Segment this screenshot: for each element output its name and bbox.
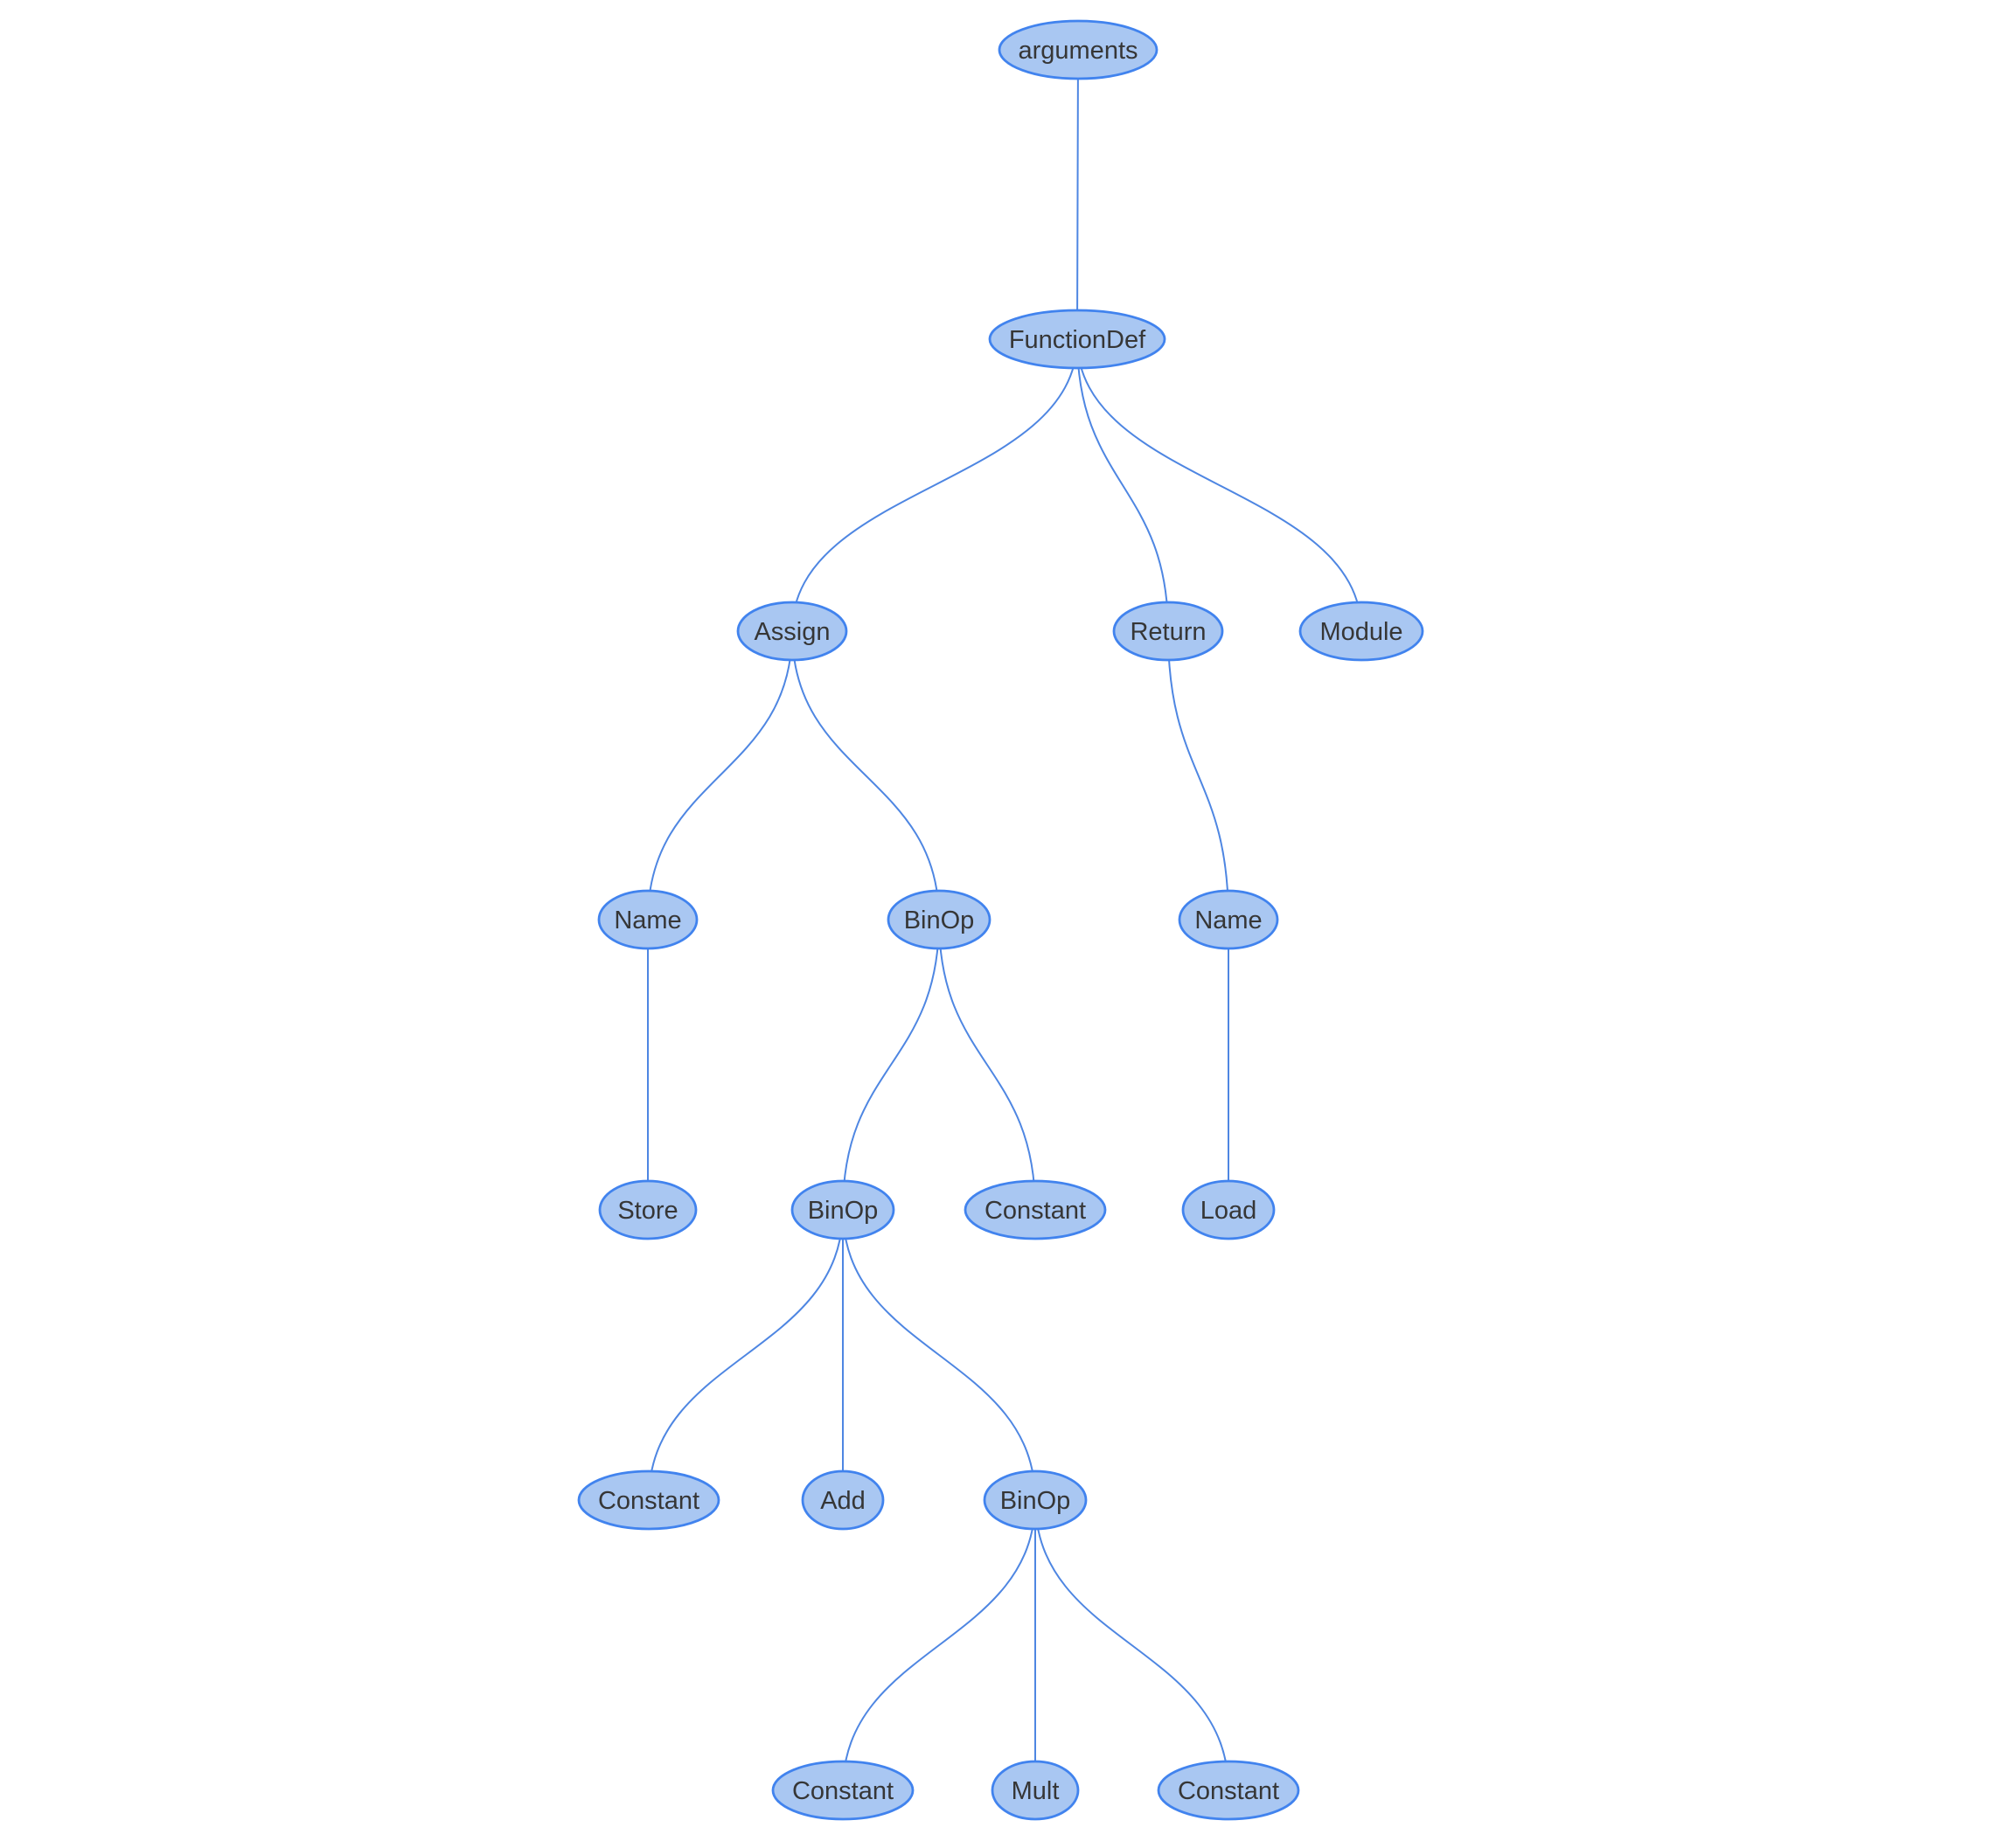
node-name-store: Name bbox=[597, 889, 699, 950]
node-ellipse-name-store bbox=[597, 889, 699, 950]
node-ellipse-load bbox=[1181, 1179, 1276, 1240]
edge-binop-3-constant-3 bbox=[842, 1499, 1036, 1791]
node-constant-3: Constant bbox=[771, 1760, 915, 1821]
node-ellipse-module bbox=[1298, 601, 1424, 662]
node-binop-3: BinOp bbox=[983, 1469, 1088, 1531]
node-constant-2: Constant bbox=[577, 1469, 720, 1531]
node-label-mult: Mult bbox=[1012, 1777, 1060, 1805]
node-ellipse-binop-1 bbox=[887, 889, 992, 950]
edge-functiondef-module bbox=[1076, 338, 1362, 632]
edge-binop-1-binop-2 bbox=[842, 919, 940, 1211]
node-label-store: Store bbox=[617, 1197, 678, 1225]
node-ellipse-functiondef bbox=[988, 309, 1166, 370]
edge-binop-3-constant-4 bbox=[1034, 1499, 1229, 1791]
edge-binop-1-constant-1 bbox=[938, 919, 1036, 1211]
node-ellipse-arguments bbox=[998, 19, 1159, 80]
node-functiondef: FunctionDef bbox=[988, 309, 1166, 370]
node-label-constant-3: Constant bbox=[792, 1777, 894, 1805]
node-ellipse-binop-2 bbox=[790, 1179, 895, 1240]
node-label-assign: Assign bbox=[754, 618, 830, 646]
node-ellipse-constant-4 bbox=[1157, 1760, 1300, 1821]
node-assign: Assign bbox=[736, 601, 848, 662]
node-label-binop-1: BinOp bbox=[904, 907, 975, 934]
node-label-name-store: Name bbox=[614, 907, 681, 934]
node-name-load: Name bbox=[1178, 889, 1279, 950]
node-ellipse-add bbox=[801, 1469, 885, 1531]
node-ellipse-assign bbox=[736, 601, 848, 662]
edge-return-name-load bbox=[1167, 630, 1229, 921]
node-ellipse-store bbox=[598, 1179, 698, 1240]
node-module: Module bbox=[1298, 601, 1424, 662]
node-label-functiondef: FunctionDef bbox=[1009, 326, 1146, 354]
node-constant-4: Constant bbox=[1157, 1760, 1300, 1821]
node-ellipse-name-load bbox=[1178, 889, 1279, 950]
node-binop-1: BinOp bbox=[887, 889, 992, 950]
edge-functiondef-assign bbox=[791, 338, 1078, 632]
node-load: Load bbox=[1181, 1179, 1276, 1240]
node-ellipse-binop-3 bbox=[983, 1469, 1088, 1531]
node-label-constant-1: Constant bbox=[985, 1197, 1086, 1225]
node-add: Add bbox=[801, 1469, 885, 1531]
node-label-constant-2: Constant bbox=[598, 1487, 699, 1515]
node-ellipse-return bbox=[1112, 601, 1224, 662]
node-ellipse-constant-1 bbox=[964, 1179, 1107, 1240]
edge-assign-name-store bbox=[647, 630, 793, 921]
node-label-load: Load bbox=[1200, 1197, 1257, 1225]
edge-arguments-functiondef bbox=[1076, 49, 1079, 340]
edge-binop-2-constant-2 bbox=[648, 1209, 844, 1501]
node-mult: Mult bbox=[991, 1760, 1080, 1821]
edge-assign-binop-1 bbox=[791, 630, 940, 921]
edge-functiondef-return bbox=[1076, 338, 1169, 632]
node-ellipse-mult bbox=[991, 1760, 1080, 1821]
node-label-return: Return bbox=[1130, 618, 1206, 646]
node-constant-1: Constant bbox=[964, 1179, 1107, 1240]
node-label-name-load: Name bbox=[1194, 907, 1262, 934]
node-label-add: Add bbox=[820, 1487, 866, 1515]
node-label-constant-4: Constant bbox=[1178, 1777, 1279, 1805]
node-ellipse-constant-2 bbox=[577, 1469, 720, 1531]
node-label-binop-2: BinOp bbox=[808, 1197, 879, 1225]
node-label-arguments: arguments bbox=[1018, 37, 1138, 65]
node-arguments: arguments bbox=[998, 19, 1159, 80]
node-ellipse-constant-3 bbox=[771, 1760, 915, 1821]
node-return: Return bbox=[1112, 601, 1224, 662]
node-label-module: Module bbox=[1319, 618, 1402, 646]
edge-binop-2-binop-3 bbox=[842, 1209, 1036, 1501]
node-label-binop-3: BinOp bbox=[1000, 1487, 1071, 1515]
node-store: Store bbox=[598, 1179, 698, 1240]
node-binop-2: BinOp bbox=[790, 1179, 895, 1240]
edges-layer bbox=[646, 49, 1362, 1791]
